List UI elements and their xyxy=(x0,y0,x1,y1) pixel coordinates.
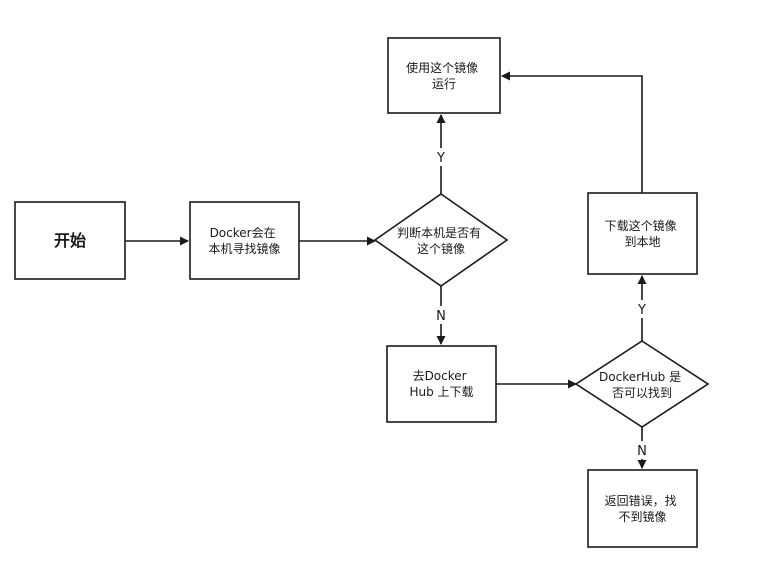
edge-label-local-yes: Y xyxy=(436,151,445,166)
node-check-hub-line-1: DockerHub 是 xyxy=(599,370,681,384)
node-start[interactable]: 开始 xyxy=(14,201,126,280)
edge-labels: Y N Y N xyxy=(434,148,649,459)
svg-text:去Docker Hub 上下载: 去Docker Hub 上下载 xyxy=(409,369,473,399)
node-local-search-line-2: 本机寻找镜像 xyxy=(208,241,280,256)
svg-text:返回错误，找 不到镜像: 返回错误，找 不到镜像 xyxy=(605,494,681,524)
node-error-line-2: 不到镜像 xyxy=(618,509,666,524)
svg-text:下载这个镜像 到本地: 下载这个镜像 到本地 xyxy=(605,218,681,249)
edge-label-hub-no: N xyxy=(637,444,647,459)
edge-label-local-no: N xyxy=(436,309,446,324)
node-download-hub[interactable]: 去Docker Hub 上下载 xyxy=(386,345,497,423)
node-start-label: 开始 xyxy=(54,231,86,250)
node-error[interactable]: 返回错误，找 不到镜像 xyxy=(587,469,698,548)
node-run-image-line-1: 使用这个镜像 xyxy=(406,60,478,75)
node-download-local-line-2: 到本地 xyxy=(624,235,660,249)
node-error-line-1: 返回错误，找 xyxy=(605,494,677,508)
node-local-search-line-1: Docker会在 xyxy=(210,226,276,240)
node-check-hub[interactable]: DockerHub 是 否可以找到 xyxy=(574,340,710,428)
node-download-hub-line-2: Hub 上下载 xyxy=(409,385,473,399)
edge-label-hub-yes: Y xyxy=(637,303,646,318)
node-local-search[interactable]: Docker会在 本机寻找镜像 xyxy=(189,201,300,280)
node-download-hub-line-1: 去Docker xyxy=(413,369,467,383)
svg-text:DockerHub 是 否可以找到: DockerHub 是 否可以找到 xyxy=(599,370,685,400)
node-check-hub-line-2: 否可以找到 xyxy=(612,386,672,400)
node-check-local-line-2: 这个镜像 xyxy=(417,241,465,256)
node-download-local[interactable]: 下载这个镜像 到本地 xyxy=(587,192,698,275)
node-check-local[interactable]: 判断本机是否有 这个镜像 xyxy=(373,193,509,287)
svg-text:使用这个镜像 运行: 使用这个镜像 运行 xyxy=(406,60,482,91)
nodes: 开始 Docker会在 本机寻找镜像 判断本机是否有 这个镜像 使用这个镜像 运… xyxy=(14,37,710,548)
svg-text:判断本机是否有 这个镜像: 判断本机是否有 这个镜像 xyxy=(397,225,485,256)
node-run-image[interactable]: 使用这个镜像 运行 xyxy=(387,37,501,114)
svg-text:开始: 开始 xyxy=(54,231,86,250)
node-run-image-line-2: 运行 xyxy=(432,77,456,91)
node-check-local-line-1: 判断本机是否有 xyxy=(397,225,481,240)
svg-text:Docker会在 本机寻找镜像: Docker会在 本机寻找镜像 xyxy=(208,226,280,256)
edge-download-local-to-run xyxy=(501,71,643,193)
node-download-local-line-1: 下载这个镜像 xyxy=(605,218,677,233)
